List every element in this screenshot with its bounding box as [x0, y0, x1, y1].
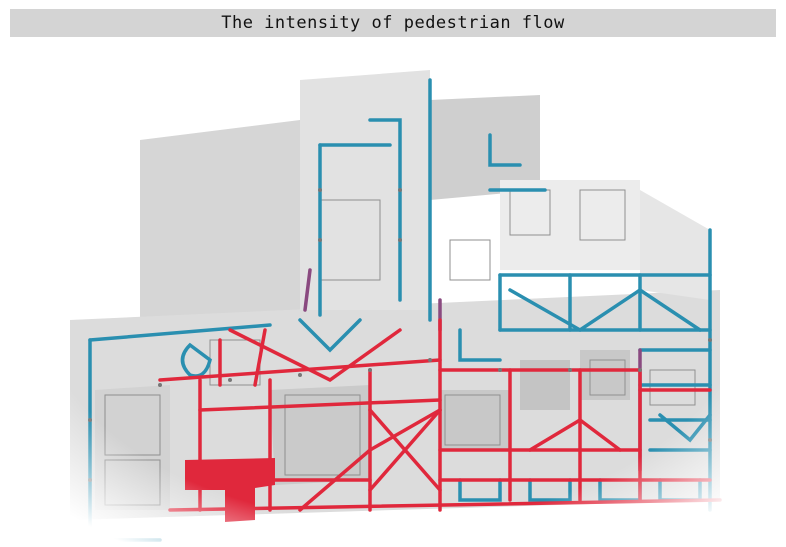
pedestrian-flow-map [0, 40, 786, 547]
map-canvas [0, 40, 786, 547]
title-bar: The intensity of pedestrian flow [10, 9, 776, 37]
map-title: The intensity of pedestrian flow [221, 13, 565, 33]
edge-vignette [0, 40, 786, 547]
